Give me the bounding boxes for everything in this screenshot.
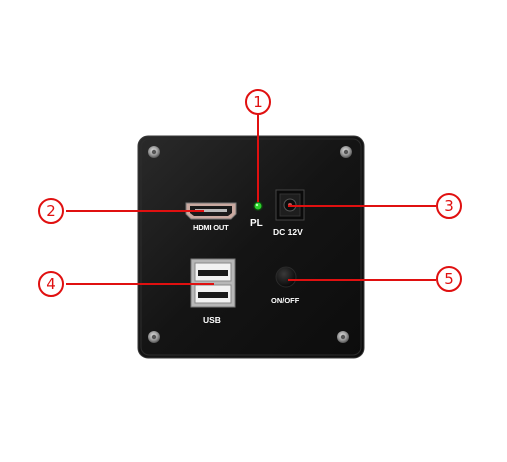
callout-lines [66,114,436,285]
camera-back-panel [137,135,365,359]
callout-3: 3 [436,193,462,219]
hdmi-port [185,202,237,220]
callout-1: 1 [245,89,271,115]
pl-led-icon [253,201,263,211]
hdmi-out-label: HDMI OUT [193,223,229,232]
callout-2: 2 [38,198,64,224]
on-off-label: ON/OFF [271,296,300,305]
callout-5: 5 [436,266,462,292]
dc-12v-label: DC 12V [273,227,303,237]
pl-label: PL [250,218,263,229]
power-button [275,266,297,288]
screw-icon [148,146,352,343]
usb-label: USB [203,315,221,325]
callout-4: 4 [38,271,64,297]
